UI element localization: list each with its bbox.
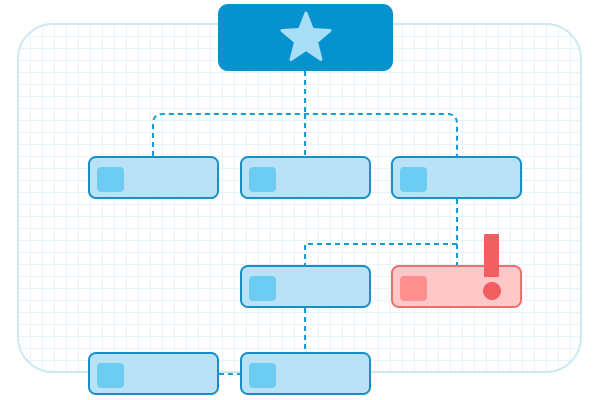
node-avatar-chip (400, 167, 427, 192)
exclamation-icon (480, 232, 504, 302)
root-node[interactable] (218, 4, 393, 71)
level3-center-node[interactable] (240, 352, 371, 395)
level1-center-node[interactable] (240, 156, 371, 199)
exclamation-dot (483, 282, 501, 300)
star-icon (280, 11, 332, 61)
connector-right-to-level2 (304, 199, 458, 265)
level3-left-node[interactable] (88, 352, 219, 395)
node-avatar-chip (249, 363, 276, 388)
level2-center-node[interactable] (240, 265, 371, 308)
level1-right-node[interactable] (391, 156, 522, 199)
connector-root-to-level1 (152, 71, 458, 156)
node-avatar-chip (97, 167, 124, 192)
level1-left-node[interactable] (88, 156, 219, 199)
node-avatar-chip (400, 276, 427, 301)
node-avatar-chip (249, 167, 276, 192)
node-avatar-chip (249, 276, 276, 301)
exclamation-bar (484, 234, 499, 277)
node-avatar-chip (97, 363, 124, 388)
